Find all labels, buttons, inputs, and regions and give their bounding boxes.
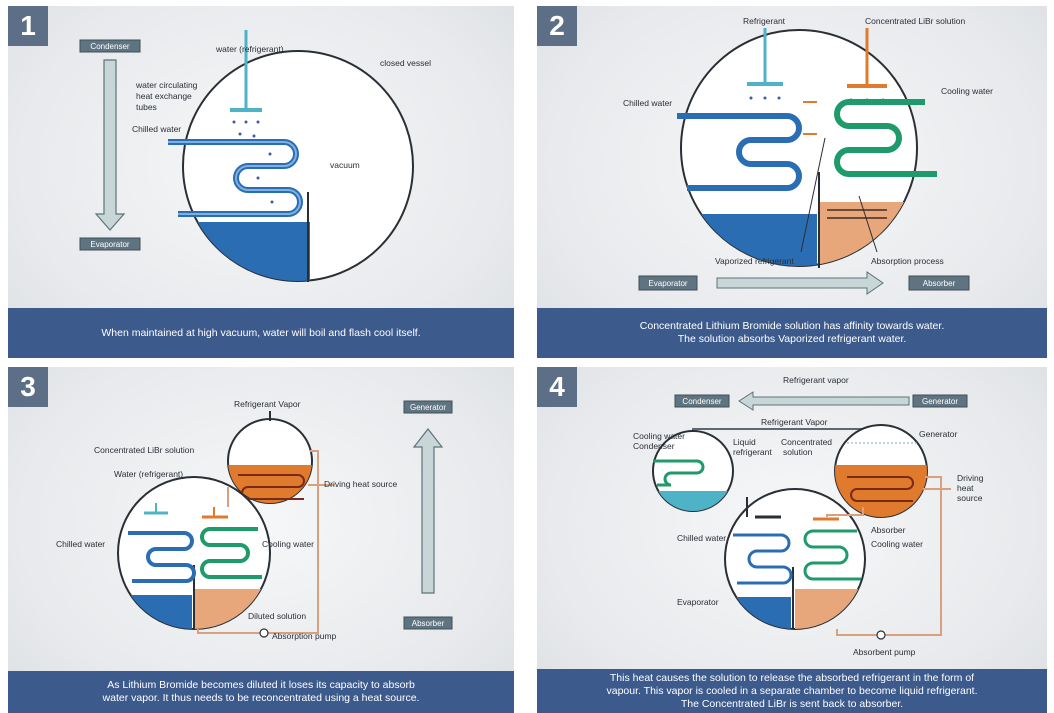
evaporator-tag-label: Evaporator [90, 240, 129, 249]
caption-line: vapour. This vapor is cooled in a separa… [606, 684, 978, 697]
panel-2-caption: Concentrated Lithium Bromide solution ha… [537, 308, 1047, 358]
cooling-water-2-label: Cooling water [871, 539, 923, 549]
chilled-water-label: Chilled water [677, 533, 726, 543]
caption-line: water vapor. It thus needs to be reconce… [102, 692, 420, 704]
tubes-label-3: tubes [136, 102, 157, 112]
cooling-water-label: Cooling water [633, 431, 685, 441]
driving-label-3: source [957, 493, 983, 503]
chilled-water-label: Chilled water [132, 124, 181, 134]
panel-1-diagram: Condenser Evaporator water (refrigerant)… [79, 30, 431, 282]
generator-label: Generator [919, 429, 957, 439]
generator-tag [403, 400, 453, 414]
absorption-pump-label: Absorption pump [272, 631, 337, 641]
driving-heat-label: Driving heat source [324, 479, 398, 489]
panel-number: 2 [537, 6, 577, 46]
evaporator-tag [638, 275, 698, 291]
panel-4-caption: This heat causes the solution to release… [537, 669, 1047, 713]
refrigerant-vapor-top-label: Refrigerant vapor [783, 375, 849, 385]
condenser-tag [79, 39, 141, 53]
solution-pipe [197, 450, 319, 634]
left-arrow [738, 391, 910, 411]
absorber-tag [403, 616, 453, 630]
liquid-refrigerant-label-1: Liquid [733, 437, 756, 447]
generator-tag-label: Generator [922, 397, 958, 406]
panel-3: 3 Generator Absorber Refrigerant Vapor C… [8, 367, 514, 713]
up-arrow [412, 428, 444, 594]
cooling-water-label: Cooling water [262, 539, 314, 549]
panel-3-diagram: Generator Absorber Refrigerant Vapor Con… [56, 399, 453, 641]
chilled-water-label: Chilled water [623, 98, 672, 108]
evaporator-label: Evaporator [677, 597, 719, 607]
panel-3-caption: As Lithium Bromide becomes diluted it lo… [8, 671, 514, 713]
absorbent-pump-label: Absorbent pump [853, 647, 916, 657]
concentrated-libr-label: Concentrated LiBr solution [94, 445, 194, 455]
tubes-label-2: heat exchange [136, 91, 192, 101]
caption-line: This heat causes the solution to release… [609, 671, 975, 684]
cooling-water-label: Cooling water [941, 86, 993, 96]
absorber-label: Absorber [871, 525, 906, 535]
panel-1-caption: When maintained at high vacuum, water wi… [8, 308, 514, 358]
chilled-water-label: Chilled water [56, 539, 105, 549]
right-arrow [716, 271, 884, 295]
caption-line: The Concentrated LiBr is sent back to ab… [680, 697, 904, 710]
concentrated-label-1: Concentrated [781, 437, 832, 447]
panel-4: 4 Refrigerant vapor Condenser Generator … [537, 367, 1047, 713]
absorbent-pipe [836, 476, 942, 636]
generator-tag [912, 394, 968, 408]
evaporator-coil [677, 113, 802, 191]
down-arrow [94, 59, 126, 231]
refrigerant-vapor-inner-label: Refrigerant Vapor [761, 417, 828, 427]
caption-line: Concentrated Lithium Bromide solution ha… [639, 320, 945, 332]
driving-label-1: Driving [957, 473, 984, 483]
liquid-refrigerant-label-2: refrigerant [733, 447, 772, 457]
panel-1: 1 Condenser Evaporator water (refrigeran… [8, 6, 514, 358]
absorber-tag-label: Absorber [412, 619, 445, 628]
evaporator-tag [79, 237, 141, 251]
condenser-label: Condenser [633, 441, 675, 451]
diluted-solution-label: Diluted solution [248, 611, 306, 621]
panel-number: 3 [8, 367, 48, 407]
caption-line: When maintained at high vacuum, water wi… [101, 326, 421, 339]
caption-line: The solution absorbs Vaporized refrigera… [677, 333, 907, 345]
water-refrigerant-label: Water (refrigerant) [114, 469, 183, 479]
condenser-tag-label: Condenser [682, 397, 721, 406]
absorption-process-label: Absorption process [871, 256, 944, 266]
concentrated-libr-label: Concentrated LiBr solution [865, 16, 965, 26]
generator-tag-label: Generator [410, 403, 446, 412]
caption-line: As Lithium Bromide becomes diluted it lo… [107, 679, 415, 691]
concentrated-label-2: solution [783, 447, 813, 457]
absorber-coil [834, 99, 937, 177]
closed-vessel-label: closed vessel [380, 58, 431, 68]
panel-2: 2 Refrigerant Concentrated LiBr solution… [537, 6, 1047, 358]
vaporized-refrigerant-label: Vaporized refrigerant [715, 256, 794, 266]
absorber-tag-label: Absorber [923, 279, 956, 288]
absorbent-pump-symbol [876, 630, 886, 640]
condenser-tag-label: Condenser [90, 42, 129, 51]
driving-label-2: heat [957, 483, 974, 493]
vacuum-label: vacuum [330, 160, 360, 170]
panel-2-diagram: Refrigerant Concentrated LiBr solution C… [623, 16, 993, 295]
refrigerant-label: Refrigerant [743, 16, 786, 26]
panel-4-diagram: Refrigerant vapor Condenser Generator Re… [633, 375, 984, 657]
tubes-label-1: water circulating [135, 80, 198, 90]
absorption-pump-symbol [259, 628, 269, 638]
refrigerant-vapor-label: Refrigerant Vapor [234, 399, 301, 409]
panel-number: 1 [8, 6, 48, 46]
evaporator-tag-label: Evaporator [648, 279, 687, 288]
water-refrigerant-label: water (refrigerant) [215, 44, 284, 54]
condenser-tag [674, 394, 730, 408]
absorber-tag [908, 275, 970, 291]
panel-number: 4 [537, 367, 577, 407]
